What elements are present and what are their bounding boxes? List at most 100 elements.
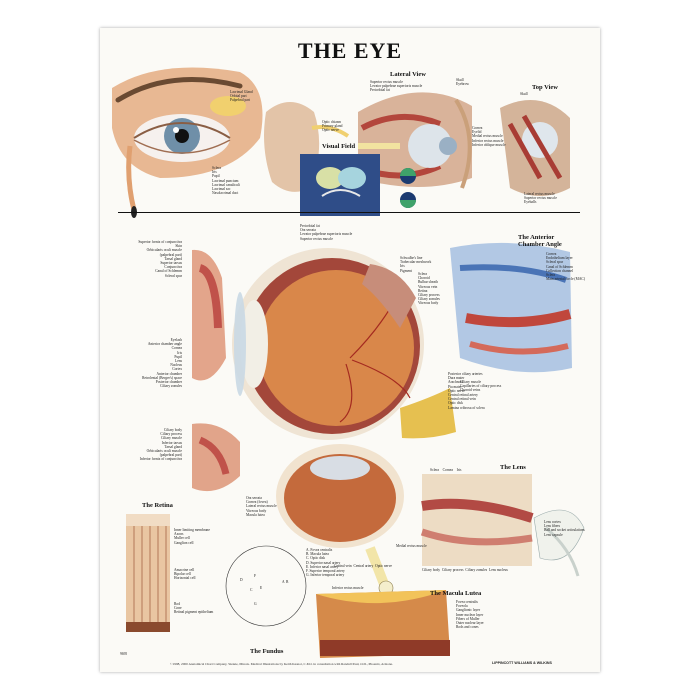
- label: Medial rectus muscle: [472, 134, 503, 139]
- label: Iris: [456, 468, 462, 472]
- eye-anatomy-poster: THE EYE Lateral View Top View Visual Fie…: [100, 28, 600, 672]
- label: Palpebral part: [230, 98, 251, 103]
- label: Cornea: [171, 346, 182, 351]
- label: Inferior tarsus: [161, 440, 182, 445]
- fundus-letter-d: D: [240, 578, 243, 582]
- label-group-anterior-right: Cornea Endothelium layer Scleral spur Ca…: [546, 252, 585, 281]
- anterior-chamber-illustration: [450, 242, 572, 373]
- label: Sclera: [418, 272, 427, 276]
- label-group-lacrimal: Sclera Iris Pupil Lacrimal punctum Lacri…: [212, 166, 240, 195]
- label: Central vein: [334, 564, 352, 568]
- label: Lateral rectus muscle: [246, 504, 277, 509]
- label: Fibers of Muller: [456, 616, 480, 621]
- label-group-retina-mid: Amacrine cell Bipolar cell Horizontal ce…: [174, 568, 195, 581]
- label: Eyeballs: [524, 200, 537, 205]
- label: Ciliary zonules: [418, 297, 440, 302]
- label: B. Macula lutea: [306, 552, 329, 557]
- label: Main arterial circle (MAC): [546, 277, 586, 282]
- lateral-view-heading: Lateral View: [390, 71, 426, 78]
- label-group-lower-left: Ora serrata Cornea (fovea) Lateral rectu…: [246, 496, 277, 517]
- label: Eyelid: [472, 130, 482, 135]
- label-group-top-skull: Skull: [520, 92, 528, 96]
- label: Vitreous body: [418, 301, 439, 306]
- label: (palpebral part): [159, 252, 182, 257]
- label: Inner limiting membrane: [174, 528, 210, 532]
- label-group-lens-top: Sclera Cornea Iris: [430, 468, 461, 472]
- label: C. Optic disk: [306, 556, 326, 561]
- label: Orbicularis oculi muscle: [146, 248, 182, 253]
- macula-illustration: [316, 590, 450, 658]
- label: Ciliary muscle: [160, 436, 182, 441]
- label: Iris: [400, 264, 405, 269]
- label: Choroid: [418, 276, 430, 281]
- label: Endothelium layer: [546, 256, 573, 261]
- label: Tarsal gland: [164, 444, 182, 449]
- fundus-letter-e: E: [260, 586, 263, 590]
- label-group-main-top: Periorbital fat Ora serrata Levator palp…: [300, 224, 352, 241]
- label: Superior rectus muscle: [300, 236, 333, 241]
- label: Superior fornix of conjunctiva: [138, 240, 182, 244]
- label: G. Inferior temporal artery: [306, 573, 345, 578]
- label: Fovea centralis: [456, 600, 478, 604]
- fundus-heading: The Fundus: [250, 648, 284, 655]
- label: Orbital part: [230, 94, 247, 99]
- label: Cortex: [172, 367, 182, 372]
- lower-eye-section-illustration: [276, 444, 404, 596]
- label: Lacrimal punctum: [212, 178, 239, 183]
- label: Cornea (fovea): [246, 500, 268, 505]
- label: Nucleus: [170, 363, 182, 368]
- label: Superior tarsus: [160, 261, 182, 266]
- anterior-chamber-heading: The Anterior Chamber Angle: [518, 234, 562, 248]
- label-group-chiasm: Optic chiasm Primary gland Optic nerve: [322, 120, 342, 133]
- label: Ora serrata: [246, 496, 262, 500]
- lateral-view-illustration: [358, 92, 472, 189]
- label: Amacrine cell: [174, 568, 195, 572]
- label: Ora serrata: [300, 228, 316, 233]
- poster-title: THE EYE: [297, 38, 403, 63]
- visual-field-heading: Visual Field: [322, 143, 356, 150]
- label: Ciliary zonules: [465, 568, 488, 572]
- label: Choroid veins: [460, 388, 481, 393]
- label: Canal of Schlemm: [155, 269, 182, 274]
- main-eye-section-illustration: [192, 248, 456, 492]
- label: Eyelash: [170, 338, 182, 342]
- label: E. Inferior nasal artery: [306, 564, 339, 569]
- label: Ciliary body: [163, 428, 182, 432]
- top-view-heading: Top View: [532, 84, 558, 91]
- label-group-main-left-lower: Eyelash Anterior chamber angle Cornea Ir…: [142, 338, 182, 388]
- label: Ganglion cell: [174, 540, 194, 545]
- label: Lens nucleus: [489, 568, 508, 572]
- label: Optic nerve: [375, 564, 392, 568]
- label: Lacrimal sac: [212, 187, 231, 192]
- label: Iris: [177, 350, 182, 355]
- label-group-ciliary: Ciliary body Ciliary process Ciliary mus…: [140, 428, 182, 462]
- label-group-optic: Posterior ciliary arteries Dura mater Ar…: [448, 372, 485, 410]
- label: Vitreous vein: [418, 284, 438, 289]
- label: Retrolental (Berger's) space: [142, 375, 182, 380]
- fundus-key: A. Fovea centralis B. Macula lutea C. Op…: [306, 548, 345, 577]
- label: Superior rectus muscle: [524, 196, 557, 201]
- label-inferior-rectus: Inferior rectus muscle: [332, 586, 364, 590]
- macula-heading: The Macula Lutea: [430, 590, 482, 597]
- label: Ganglionic layer: [456, 608, 481, 613]
- label: Lens: [175, 359, 182, 364]
- label: Pigment: [400, 268, 412, 273]
- label-group-external-eye: Lacrimal Gland Orbital part Palpebral pa…: [230, 90, 253, 103]
- label: F. Superior temporal artery: [306, 569, 345, 574]
- label: Ciliary muscle: [460, 380, 482, 384]
- label-group-anterior-left: Schwalbe's line Trabecular meshwork Iris…: [400, 256, 431, 273]
- label: Lens fibers: [544, 524, 561, 529]
- label: Muller cell: [174, 536, 190, 541]
- label: Skin: [175, 244, 182, 249]
- label: Lateral rectus muscle: [524, 192, 555, 196]
- label: Anterior chamber angle: [147, 342, 182, 347]
- fundus-letter-a: A: [282, 580, 285, 584]
- label: Macula lutea: [246, 512, 265, 517]
- label: Lens cortex: [544, 520, 561, 524]
- top-view-illustration: [500, 100, 570, 196]
- label: Sclera: [430, 468, 439, 472]
- retina-illustration: [126, 514, 170, 632]
- label: Medial rectus muscle: [396, 544, 427, 548]
- label: A. Fovea centralis: [306, 548, 333, 552]
- label-group-lateral-top: Superior rectus muscle Levator palpebrae…: [370, 80, 422, 93]
